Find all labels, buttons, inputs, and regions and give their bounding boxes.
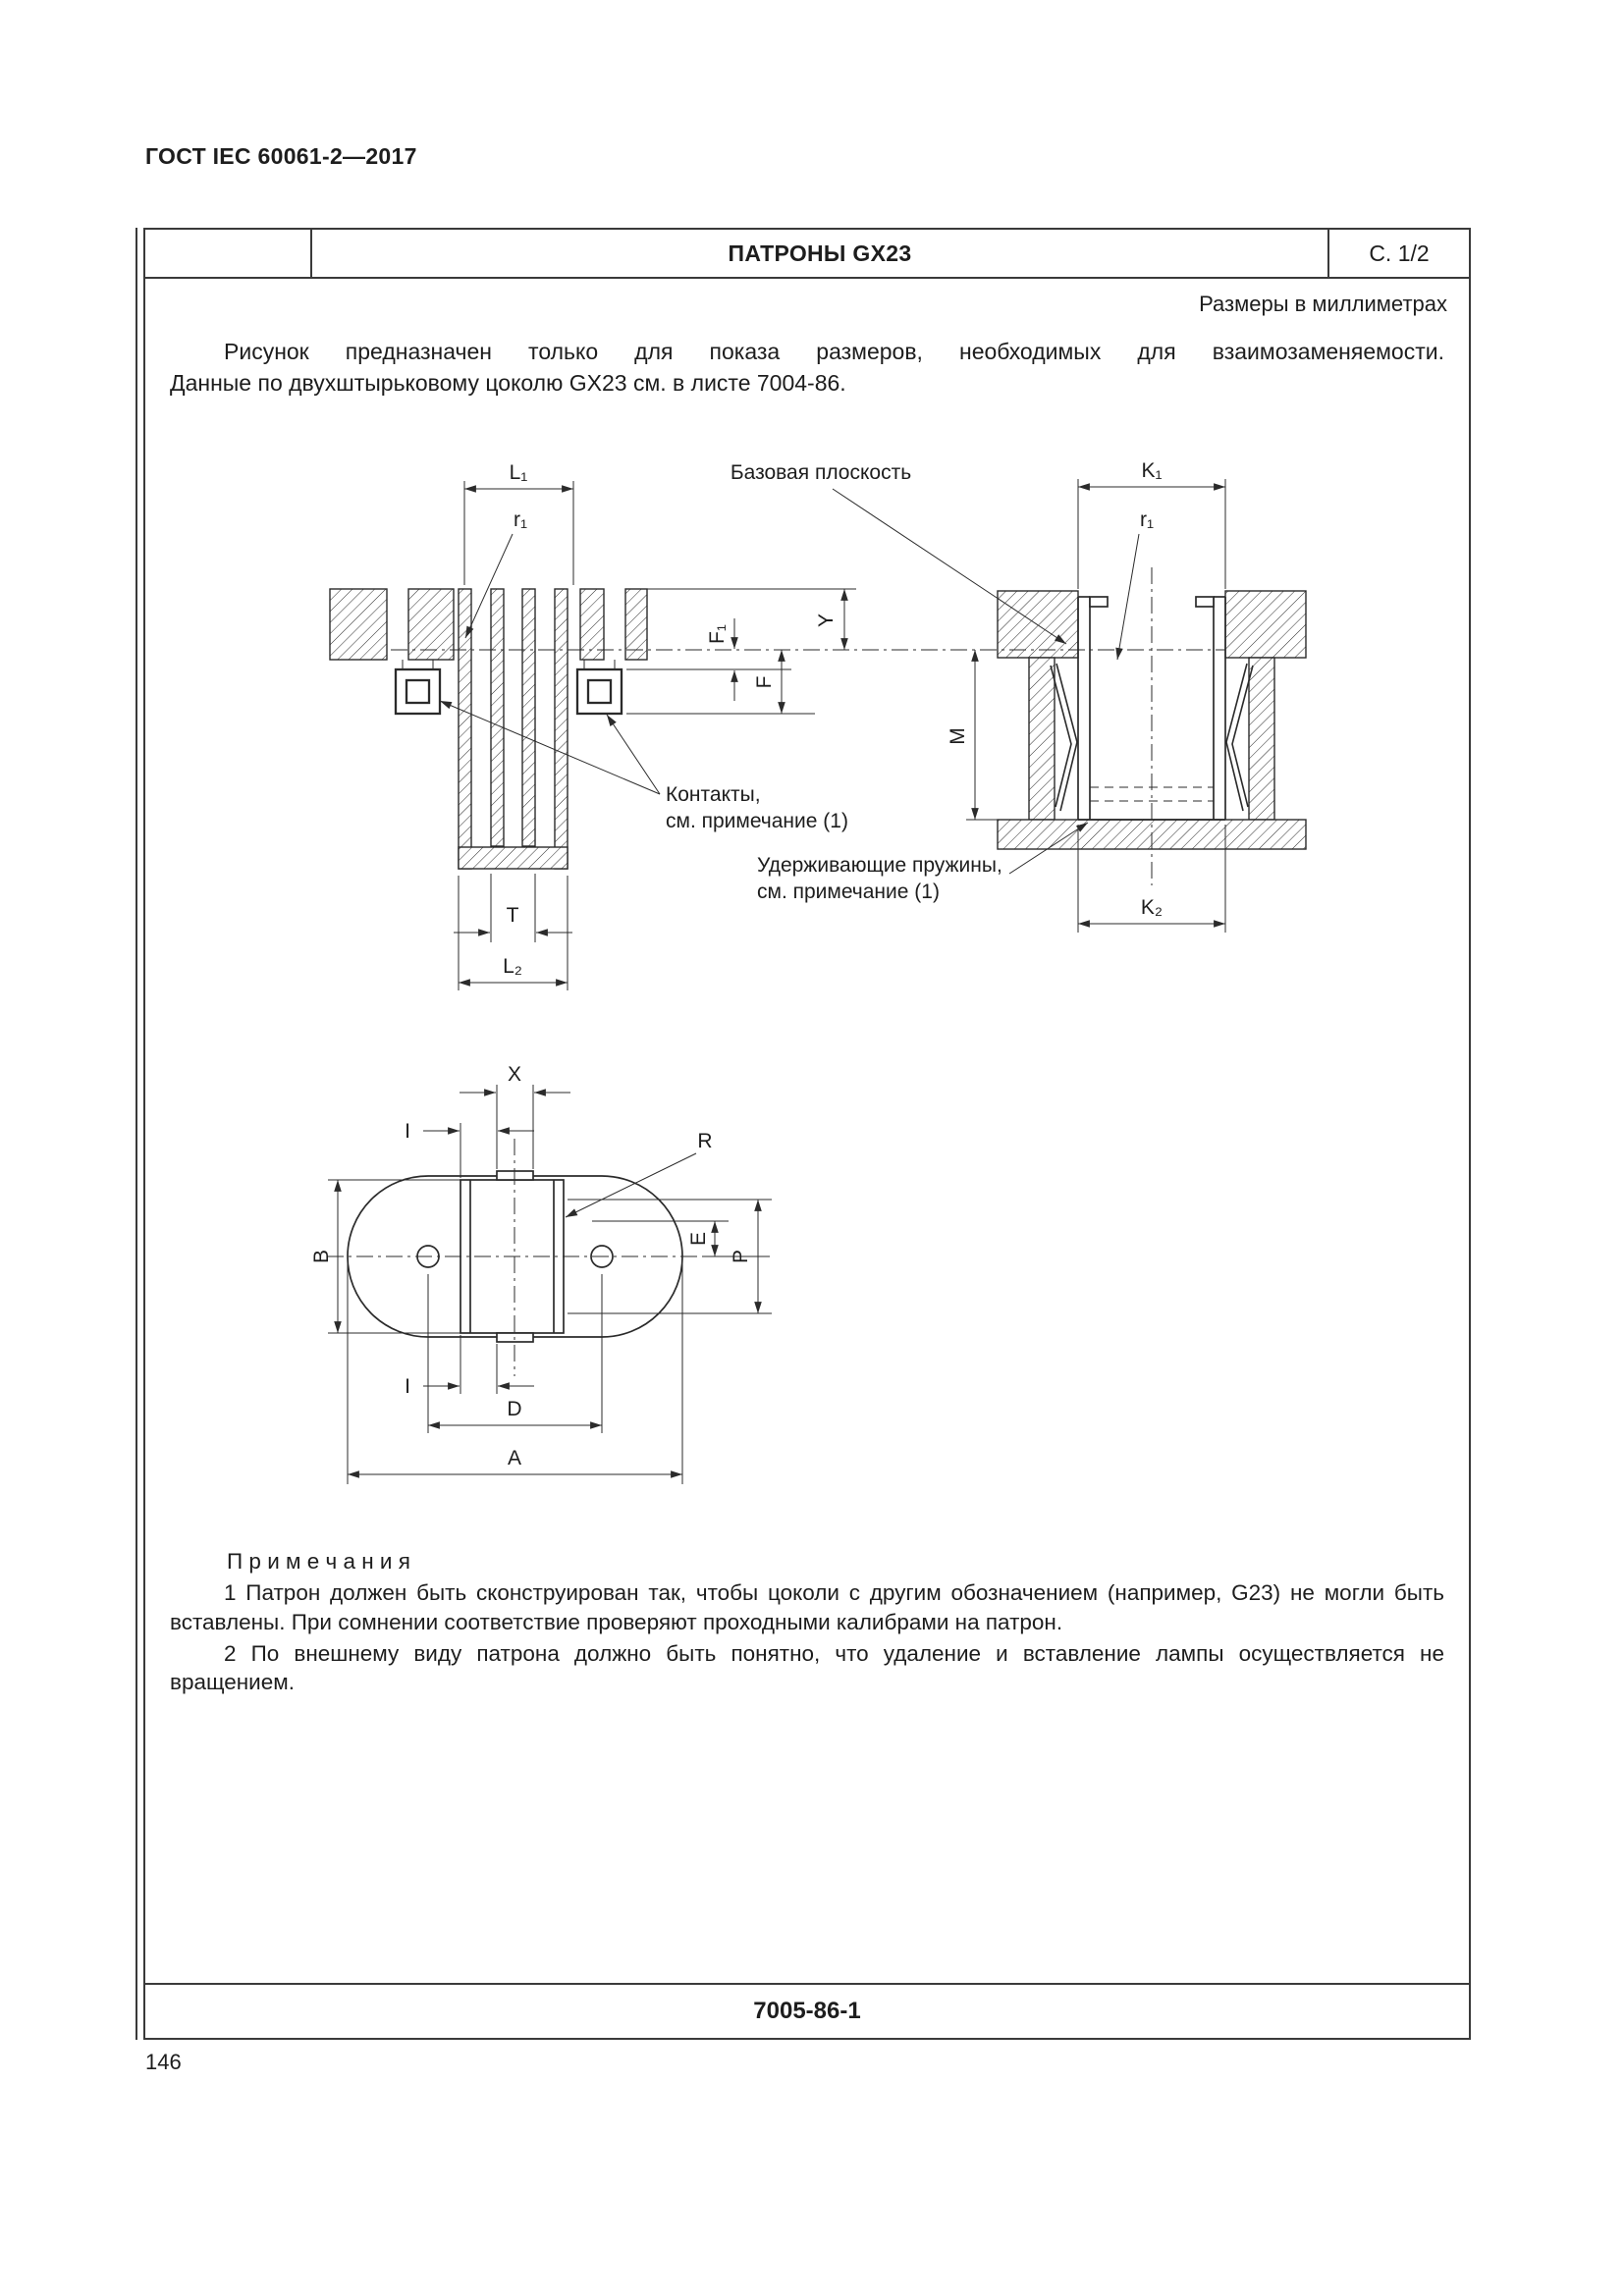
note-1: 1 Патрон должен быть сконструирован так,… [170,1580,1444,1634]
page-number: 146 [145,2050,182,2074]
sheet-footer-ref: 7005-86-1 [145,1983,1469,2038]
dim-Y: Y [647,588,856,651]
dim-B: B [310,1179,461,1334]
header-empty-cell [145,230,312,277]
dim-K2: K₂ [1077,825,1226,934]
dim-label-R: R [697,1130,712,1152]
dim-label-Y: Y [815,614,838,627]
units-note: Размеры в миллиметрах [1199,292,1447,316]
springs-annotation: Удерживающие пружины, см. примечание (1) [757,823,1089,903]
base-plane-label: Базовая плоскость [731,461,911,484]
intro-line-1: Рисунок предназначен только для показа р… [224,339,1444,364]
sheet-header: ПАТРОНЫ GX23 С. 1/2 [145,230,1469,279]
dim-label-B: B [310,1250,333,1263]
dim-label-r1-left: r₁ [514,508,527,531]
sheet-title: ПАТРОНЫ GX23 [728,240,912,266]
dim-label-K1: K₁ [1141,459,1162,482]
dim-r1-right: r₁ [1115,508,1154,661]
sheet-page-ref: С. 1/2 [1327,230,1469,277]
sheet-frame: ПАТРОНЫ GX23 С. 1/2 Размеры в миллиметра… [135,228,1471,2040]
dim-T: T [454,874,572,943]
dim-F: F [626,650,815,715]
contact-right [575,660,623,716]
dim-label-L1: L₁ [510,461,528,484]
dim-label-F: F [753,676,776,689]
dim-A: A [347,1264,683,1485]
springs-note-line2: см. примечание (1) [757,881,940,903]
dim-D: D [427,1274,603,1434]
dim-label-I-bottom: I [405,1375,410,1398]
dim-M: M [947,650,1000,821]
base-plane-annotation: Базовая плоскость [731,461,1067,645]
note-2: 2 По внешнему виду патрона должно быть п… [170,1640,1444,1695]
dim-label-r1-right: r₁ [1140,508,1154,531]
dim-I-top: I [405,1120,534,1179]
retaining-spring-left [1050,664,1078,812]
dim-label-I-top: I [405,1120,410,1143]
contacts-note-line2: см. примечание (1) [666,810,848,832]
retaining-spring-right [1225,664,1254,812]
dim-X: X [460,1063,570,1170]
contacts-note-line1: Контакты, [666,783,761,806]
dim-label-X: X [508,1063,521,1086]
notes-section: П р и м е ч а н и я 1 Патрон должен быть… [170,1547,1444,1696]
intro-paragraph: Рисунок предназначен только для показа р… [170,337,1444,399]
dim-label-K2: K₂ [1141,896,1163,919]
notes-heading: П р и м е ч а н и я [227,1549,410,1575]
left-section-view [329,588,648,871]
dim-K1: K₁ [1077,459,1226,590]
dim-label-T: T [507,904,519,927]
springs-note-line1: Удерживающие пружины, [757,854,1002,877]
mounting-hole-right [590,1245,614,1269]
dim-P: P [568,1199,772,1314]
technical-drawing: L₁ r₁ Y F₁ [310,459,1307,1485]
holder-cup [1077,567,1226,886]
dim-label-F1: F₁ [706,625,729,645]
intro-line-2: Данные по двухштырьковому цоколю GX23 см… [170,369,846,396]
document-number: ГОСТ IEC 60061-2—2017 [145,143,417,169]
right-section-view [997,567,1307,886]
dim-label-E: E [687,1232,710,1246]
dim-label-M: M [947,728,969,746]
dim-r1-left: r₁ [464,508,527,639]
dim-I-bottom: I [405,1335,534,1398]
sheet: ПАТРОНЫ GX23 С. 1/2 Размеры в миллиметра… [143,228,1471,2040]
dim-L2: L₂ [458,876,568,991]
plan-view [327,1139,703,1377]
dim-label-D: D [507,1398,521,1420]
dim-label-A: A [508,1447,521,1469]
contact-left [394,660,442,716]
dim-L1: L₁ [463,461,574,586]
dim-F1: F₁ [626,618,791,702]
contacts-annotation: Контакты, см. примечание (1) [439,701,848,832]
dim-label-P: P [730,1250,752,1263]
dim-R: R [565,1130,713,1218]
dim-E: E [592,1220,770,1257]
dim-label-L2: L₂ [503,955,522,978]
